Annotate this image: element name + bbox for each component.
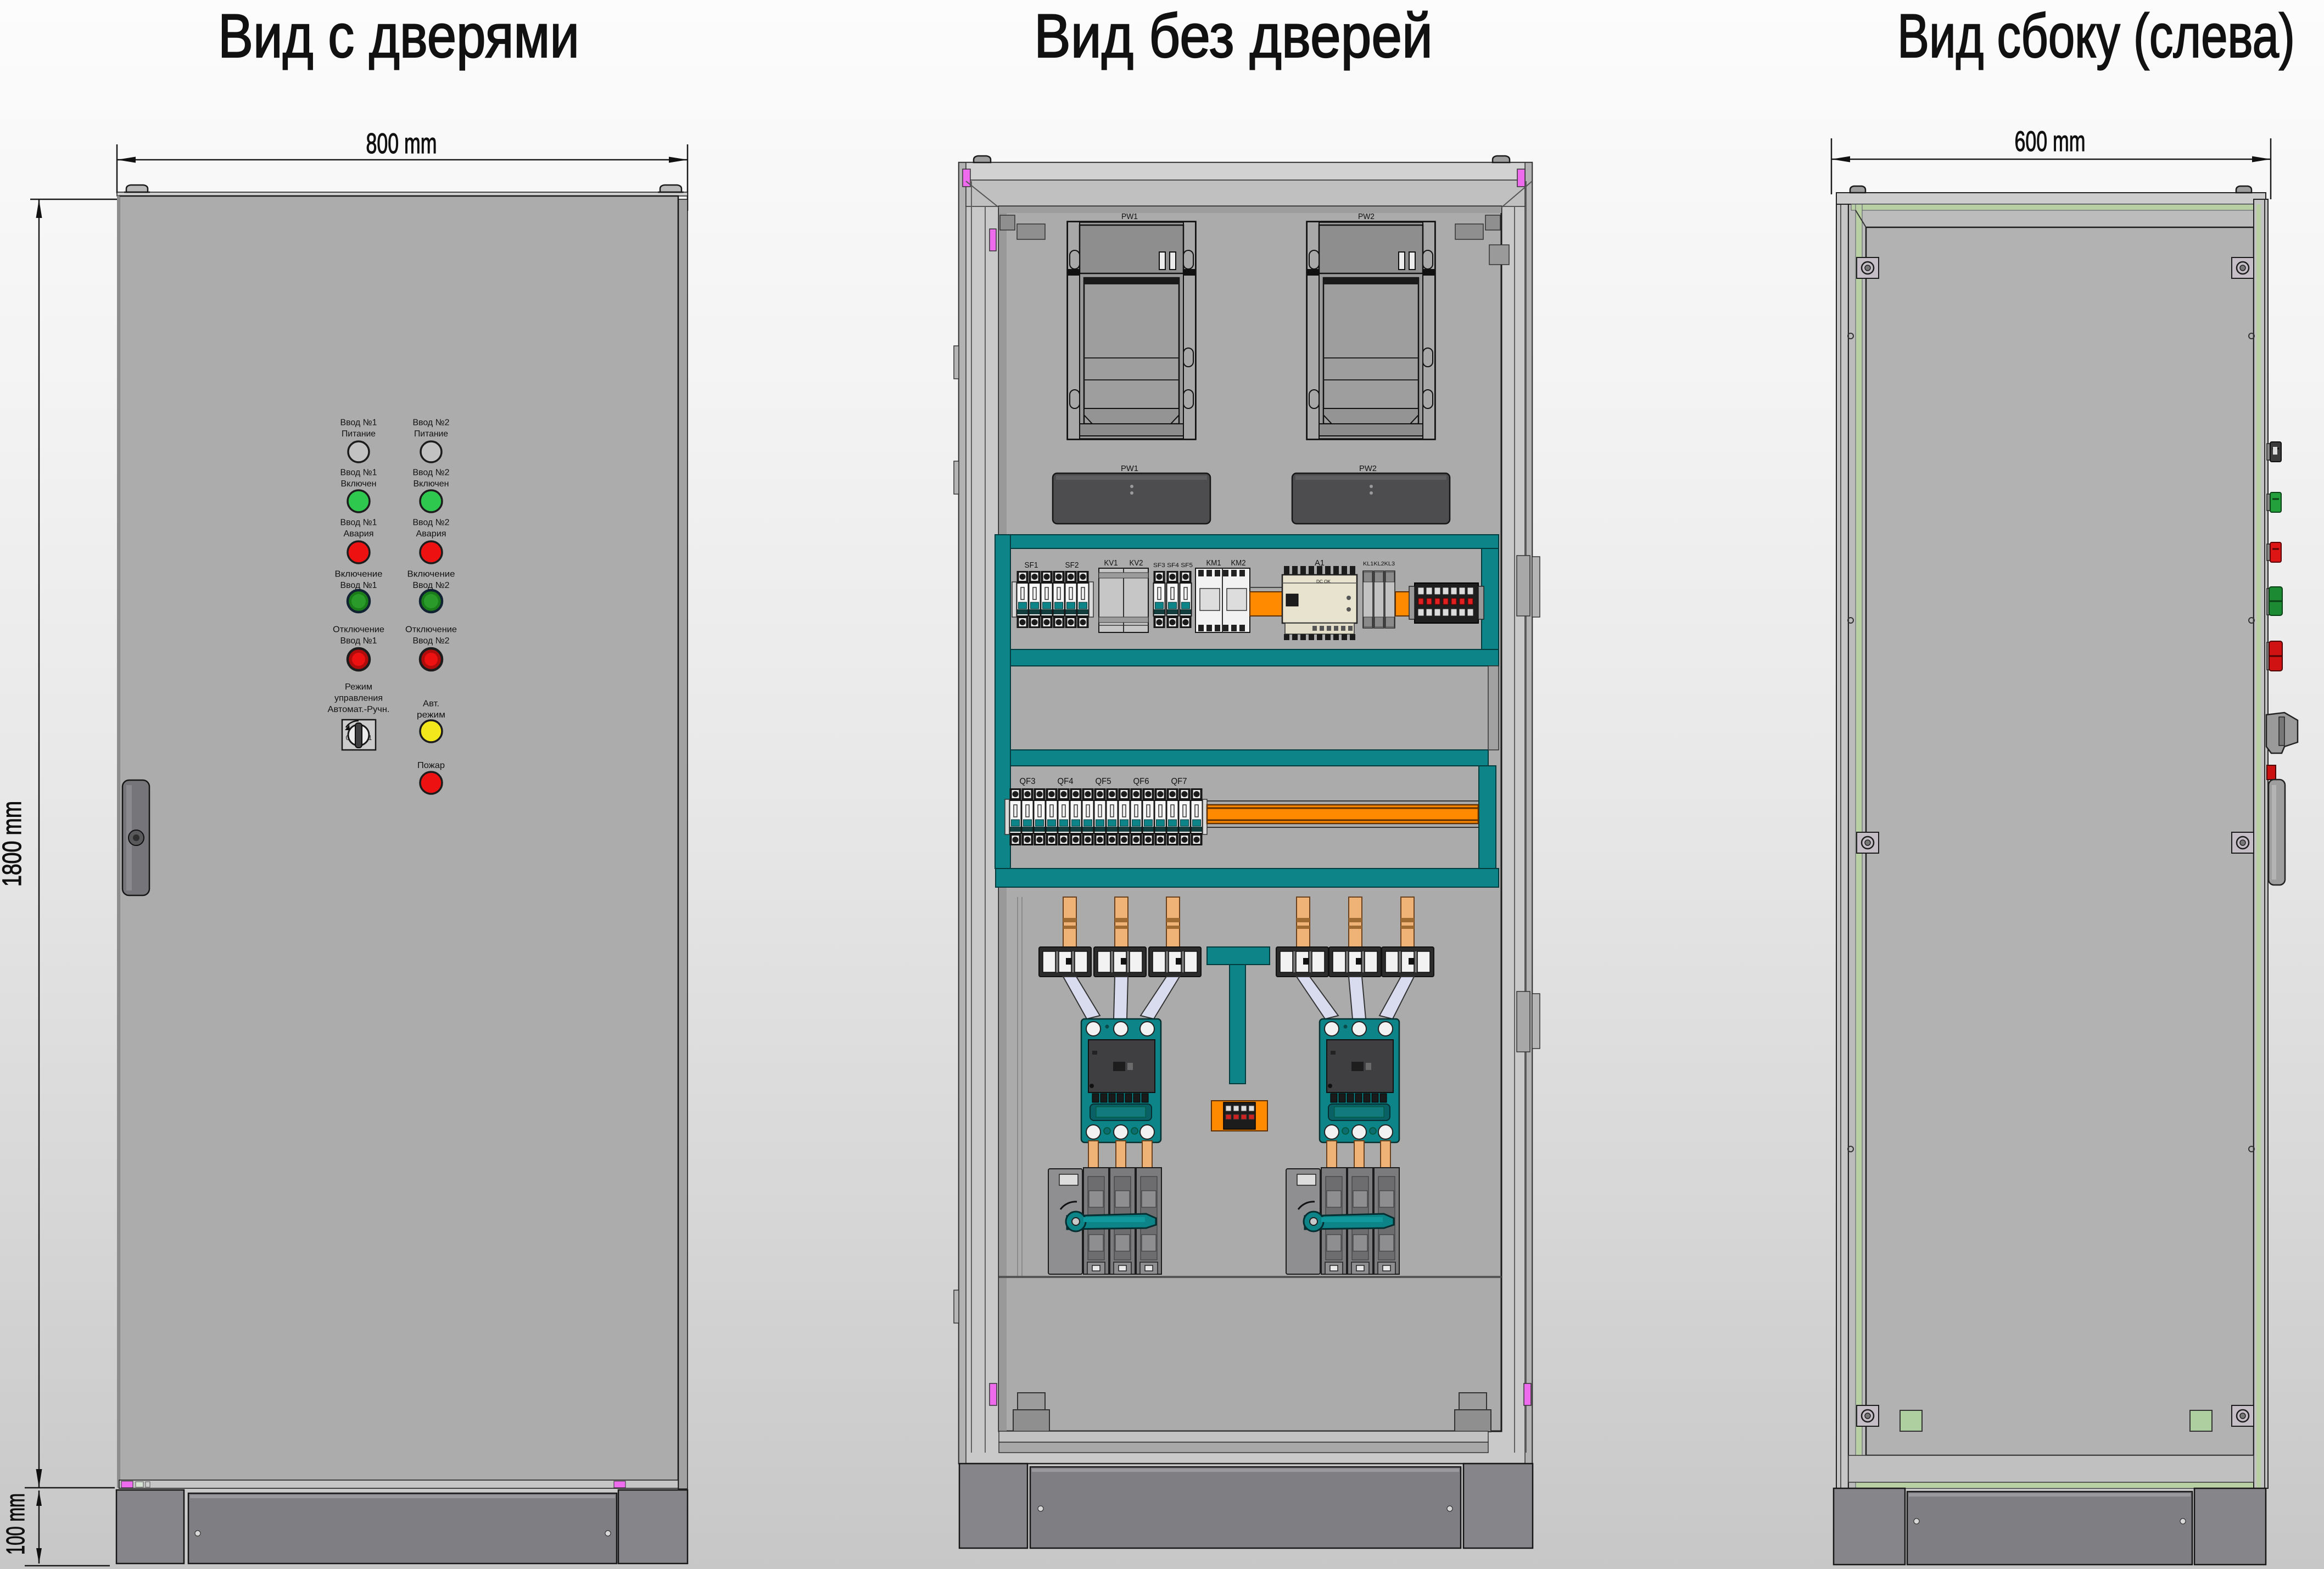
svg-text:PW2: PW2 — [1359, 464, 1377, 473]
svg-text:QF3: QF3 — [1020, 777, 1036, 786]
svg-text:1: 1 — [368, 734, 372, 742]
svg-text:0: 0 — [346, 734, 350, 742]
svg-text:QF7: QF7 — [1171, 777, 1187, 786]
svg-text:Ввод №1: Ввод №1 — [340, 468, 377, 478]
svg-text:Включен: Включен — [341, 479, 377, 489]
svg-text:Ввод №1: Ввод №1 — [340, 581, 377, 590]
svg-text:PW2: PW2 — [1358, 212, 1375, 221]
svg-text:1800 mm: 1800 mm — [0, 801, 27, 887]
svg-text:Авт.: Авт. — [423, 699, 439, 709]
svg-text:управления: управления — [334, 694, 383, 703]
svg-text:DC OK: DC OK — [1316, 579, 1331, 584]
svg-text:600 mm: 600 mm — [2015, 126, 2086, 158]
svg-text:Ввод №1: Ввод №1 — [340, 418, 377, 428]
svg-text:KL1KL2KL3: KL1KL2KL3 — [1363, 561, 1395, 567]
svg-text:Авария: Авария — [416, 529, 446, 539]
svg-text:Режим: Режим — [345, 682, 372, 692]
svg-text:Авария: Авария — [344, 529, 374, 539]
svg-text:KM2: KM2 — [1231, 558, 1246, 568]
svg-text:QF5: QF5 — [1096, 777, 1111, 786]
svg-text:Питание: Питание — [342, 429, 376, 439]
svg-text:Питание: Питание — [414, 429, 448, 439]
svg-text:Автомат.-Ручн.: Автомат.-Ручн. — [328, 705, 390, 714]
svg-text:KM1: KM1 — [1206, 558, 1221, 568]
svg-text:A1: A1 — [1315, 558, 1325, 568]
svg-text:Отключение: Отключение — [333, 625, 384, 635]
svg-text:SF1: SF1 — [1025, 561, 1038, 570]
svg-text:Ввод №1: Ввод №1 — [340, 518, 377, 528]
svg-text:Ввод №2: Ввод №2 — [413, 518, 450, 528]
svg-text:KV2: KV2 — [1130, 558, 1143, 568]
svg-text:Вид сбоку (слева): Вид сбоку (слева) — [1897, 2, 2295, 70]
svg-text:SF2: SF2 — [1065, 561, 1079, 570]
svg-text:Включение: Включение — [407, 570, 455, 579]
svg-text:100 mm: 100 mm — [1, 1493, 30, 1555]
svg-text:800 mm: 800 mm — [366, 128, 437, 160]
svg-text:Ввод №2: Ввод №2 — [413, 468, 450, 478]
svg-text:Отключение: Отключение — [405, 625, 457, 635]
svg-text:режим: режим — [417, 710, 445, 720]
svg-text:Вид без дверей: Вид без дверей — [1034, 2, 1433, 70]
svg-text:PW1: PW1 — [1121, 464, 1138, 473]
svg-text:Включение: Включение — [335, 570, 383, 579]
svg-text:Ввод №2: Ввод №2 — [413, 636, 450, 646]
svg-text:PW1: PW1 — [1121, 212, 1138, 221]
svg-text:Ввод №2: Ввод №2 — [413, 418, 450, 428]
svg-text:Пожар: Пожар — [417, 761, 445, 770]
svg-text:QF6: QF6 — [1133, 777, 1149, 786]
svg-text:SF3 SF4 SF5: SF3 SF4 SF5 — [1153, 562, 1193, 569]
svg-text:Ввод №2: Ввод №2 — [413, 581, 450, 590]
svg-text:KV1: KV1 — [1104, 558, 1118, 568]
svg-text:QF4: QF4 — [1058, 777, 1074, 786]
svg-text:Вид с дверями: Вид с дверями — [218, 2, 579, 70]
svg-text:Ввод №1: Ввод №1 — [340, 636, 377, 646]
svg-text:Включен: Включен — [414, 479, 449, 489]
